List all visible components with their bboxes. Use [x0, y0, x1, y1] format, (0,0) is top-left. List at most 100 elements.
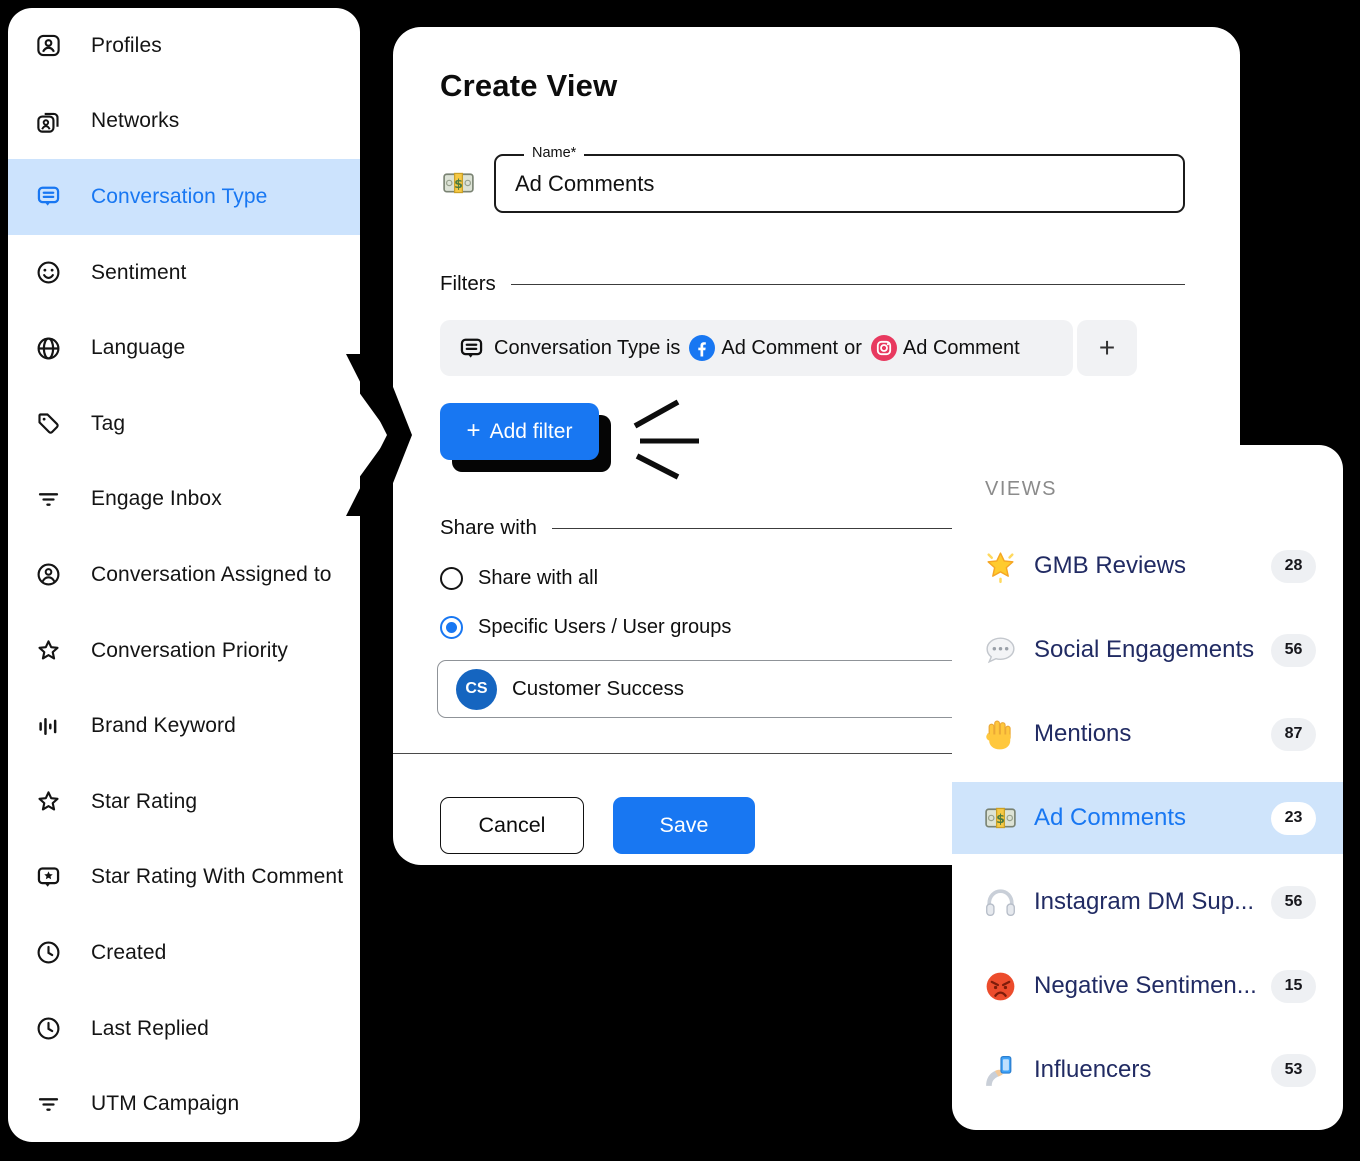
sentiment-icon [35, 259, 62, 286]
specific-users-option[interactable]: Specific Users / User groups [440, 616, 1185, 639]
avatar: CS [456, 668, 497, 710]
filters-label: Filters [440, 272, 496, 295]
view-item-ad-comments[interactable]: Ad Comments 23 [952, 782, 1343, 854]
sidebar-item-label: Star Rating [91, 789, 198, 813]
section-divider-line [551, 527, 1185, 529]
click-emphasis-lines [633, 399, 699, 480]
plus-icon: + [1098, 332, 1116, 363]
views-panel: VIEWS GMB Reviews 28 Social Engagements … [952, 445, 1343, 1130]
condition-value-2: Ad Comment [902, 336, 1020, 359]
add-condition-button[interactable]: + [1077, 320, 1137, 376]
person-circle-icon [35, 561, 62, 588]
share-with-all-option[interactable]: Share with all [440, 567, 1185, 590]
view-item-mentions[interactable]: Mentions 87 [952, 698, 1343, 770]
modal-footer: Cancel Save [440, 797, 1185, 854]
user-group-select[interactable]: CS Customer Success [437, 660, 1185, 718]
filter-sidebar: Profiles Networks Conversation Type Sent… [8, 8, 360, 1142]
radio-selected-icon[interactable] [440, 616, 463, 639]
clock-icon [35, 1015, 62, 1042]
view-count-badge: 15 [1271, 969, 1316, 1003]
sidebar-item-label: Conversation Assigned to [91, 562, 332, 586]
speech-balloon-icon [982, 632, 1019, 669]
filter-condition-bar: Conversation Type is Ad Comment or Ad Co… [440, 320, 1137, 376]
sidebar-item-sentiment[interactable]: Sentiment [8, 235, 360, 311]
sidebar-item-label: Language [91, 336, 186, 360]
condition-prefix: Conversation Type is [494, 336, 681, 359]
sidebar-item-networks[interactable]: Networks [8, 84, 360, 160]
sidebar-item-profiles[interactable]: Profiles [8, 8, 360, 84]
name-field-wrapper: Name* [494, 145, 1185, 213]
view-item-negative-sentiment[interactable]: Negative Sentimen... 15 [952, 950, 1343, 1022]
clock-icon [35, 939, 62, 966]
star-comment-icon [35, 864, 62, 891]
view-count-badge: 23 [1271, 801, 1316, 835]
radio-unselected-icon[interactable] [440, 567, 463, 590]
sidebar-item-label: Brand Keyword [91, 714, 236, 738]
glowing-star-icon [982, 548, 1019, 585]
view-label: Mentions [1034, 720, 1132, 747]
view-label: Instagram DM Sup... [1034, 888, 1255, 915]
views-panel-header: VIEWS [985, 478, 1057, 500]
name-input[interactable] [496, 156, 1183, 211]
sidebar-item-star-rating[interactable]: Star Rating [8, 764, 360, 840]
sidebar-item-conversation-type[interactable]: Conversation Type [8, 159, 360, 235]
specific-users-label: Specific Users / User groups [478, 616, 732, 638]
view-count-badge: 56 [1271, 885, 1316, 919]
view-label: Negative Sentimen... [1034, 972, 1257, 999]
filters-section-header: Filters [440, 272, 1185, 296]
sidebar-item-label: Engage Inbox [91, 487, 222, 511]
sidebar-item-language[interactable]: Language [8, 310, 360, 386]
headphones-icon [982, 884, 1019, 921]
star-icon [35, 788, 62, 815]
sidebar-item-label: Profiles [91, 33, 162, 57]
sidebar-item-engage-inbox[interactable]: Engage Inbox [8, 462, 360, 538]
angry-face-icon [982, 968, 1019, 1005]
share-with-all-label: Share with all [478, 567, 599, 589]
view-item-influencers[interactable]: Influencers 53 [952, 1034, 1343, 1106]
profiles-icon [35, 32, 62, 59]
user-group-name: Customer Success [512, 677, 685, 700]
filter-condition-chip[interactable]: Conversation Type is Ad Comment or Ad Co… [440, 320, 1073, 376]
sidebar-item-tag[interactable]: Tag [8, 386, 360, 462]
view-item-social-engagements[interactable]: Social Engagements 56 [952, 614, 1343, 686]
add-filter-button[interactable]: + Add filter [440, 403, 599, 460]
selfie-icon [982, 1052, 1019, 1089]
sidebar-item-label: Created [91, 940, 167, 964]
view-count-badge: 28 [1271, 549, 1316, 583]
money-icon [443, 172, 474, 194]
plus-icon: + [466, 416, 481, 444]
name-row: Name* [440, 145, 1185, 213]
sidebar-item-label: Conversation Priority [91, 638, 289, 662]
sidebar-item-utm-campaign[interactable]: UTM Campaign [8, 1066, 360, 1142]
view-count-badge: 87 [1271, 717, 1316, 751]
sidebar-pointer-arrow [340, 354, 412, 516]
sidebar-item-label: UTM Campaign [91, 1092, 240, 1116]
save-button[interactable]: Save [613, 797, 755, 854]
view-item-instagram-dm-support[interactable]: Instagram DM Sup... 56 [952, 866, 1343, 938]
view-label: Social Engagements [1034, 636, 1255, 663]
sidebar-item-label: Last Replied [91, 1016, 209, 1040]
cancel-button[interactable]: Cancel [440, 797, 584, 854]
sidebar-item-conversation-assigned-to[interactable]: Conversation Assigned to [8, 537, 360, 613]
tag-icon [35, 410, 62, 437]
sidebar-item-last-replied[interactable]: Last Replied [8, 991, 360, 1067]
share-with-label: Share with [440, 516, 537, 539]
sidebar-item-star-rating-with-comment[interactable]: Star Rating With Comment [8, 840, 360, 916]
section-divider-line [510, 283, 1185, 285]
sidebar-item-created[interactable]: Created [8, 915, 360, 991]
view-count-badge: 53 [1271, 1053, 1316, 1087]
view-label: Ad Comments [1034, 804, 1187, 831]
sidebar-item-brand-keyword[interactable]: Brand Keyword [8, 688, 360, 764]
add-filter-row: + Add filter [440, 399, 1185, 483]
sidebar-item-label: Star Rating With Comment [91, 865, 344, 889]
sidebar-item-label: Conversation Type [91, 184, 268, 208]
view-label: GMB Reviews [1034, 552, 1187, 579]
view-item-gmb-reviews[interactable]: GMB Reviews 28 [952, 530, 1343, 602]
star-icon [35, 637, 62, 664]
raised-hand-icon [982, 716, 1019, 753]
filter-lines-icon [35, 486, 62, 513]
views-list: GMB Reviews 28 Social Engagements 56 Men… [952, 530, 1343, 1106]
add-filter-label: Add filter [489, 419, 573, 443]
sidebar-item-conversation-priority[interactable]: Conversation Priority [8, 613, 360, 689]
modal-title: Create View [440, 68, 618, 103]
